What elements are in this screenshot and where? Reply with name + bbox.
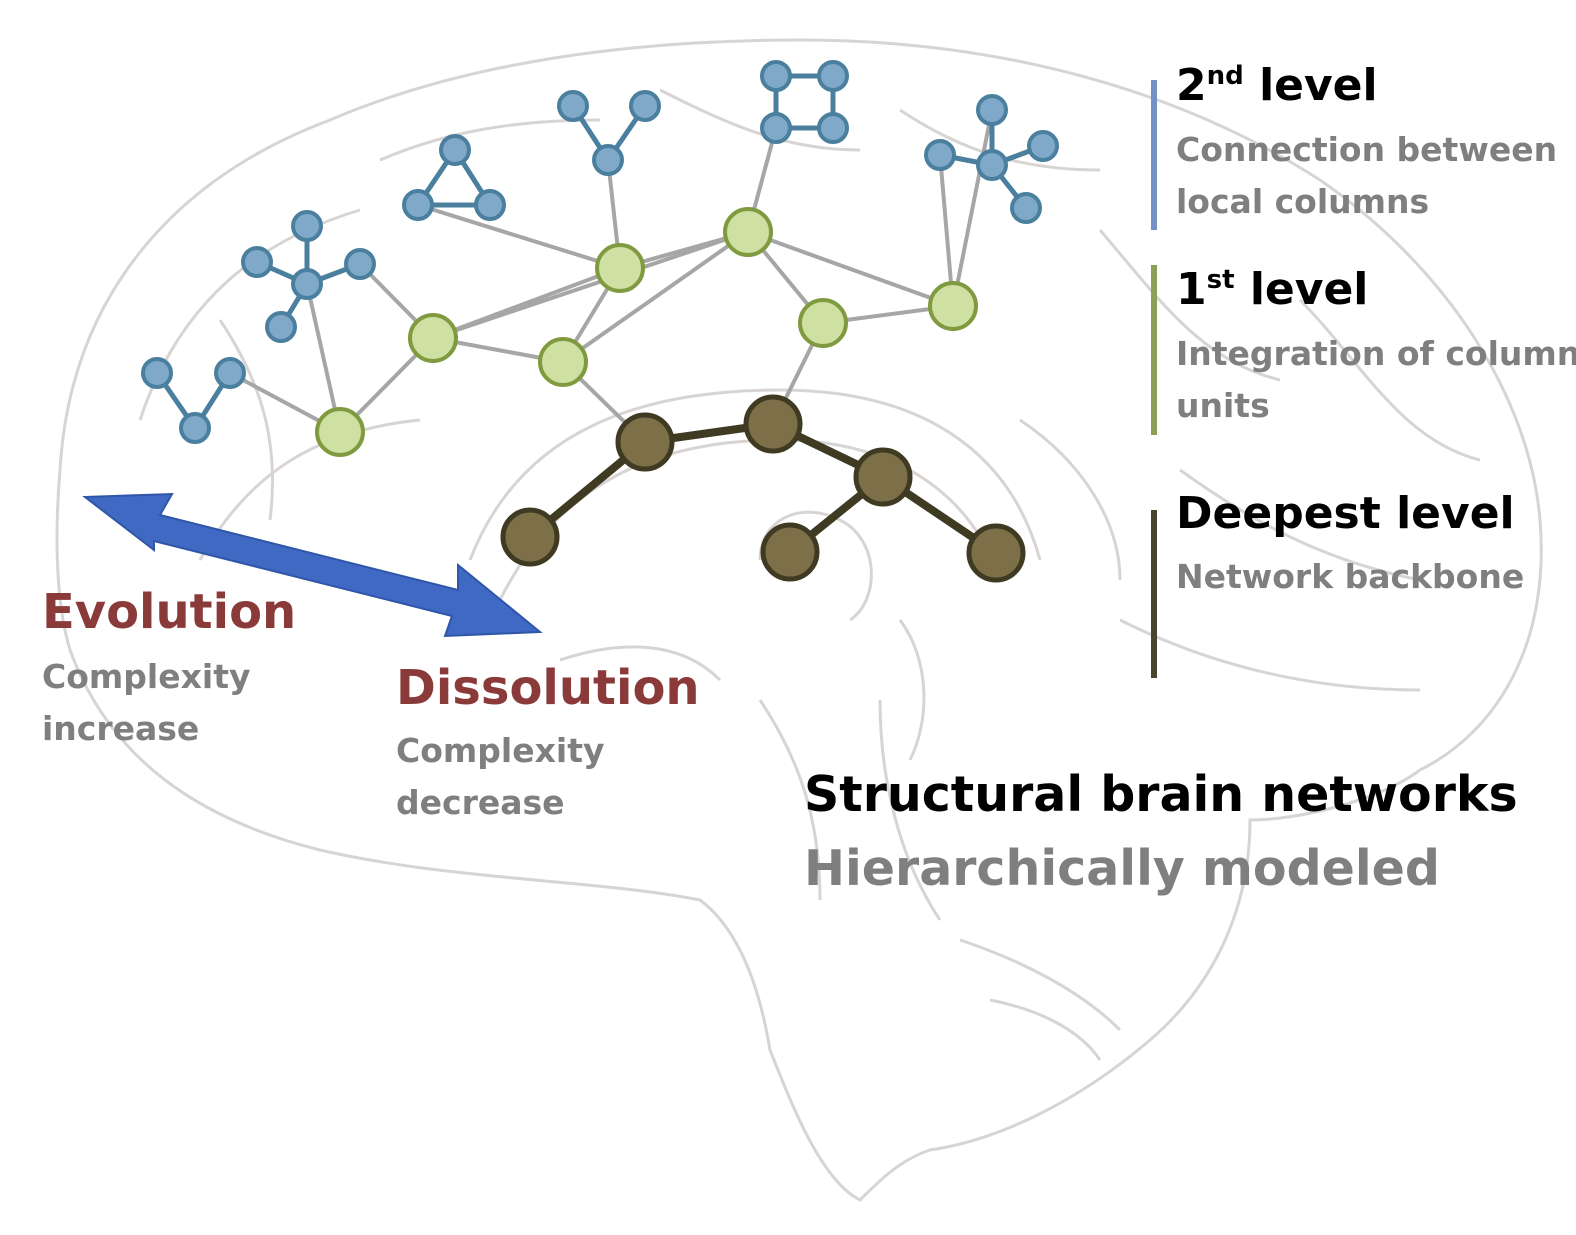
- brain-sulcus: [138, 208, 361, 421]
- brain-sulcus: [468, 388, 1042, 561]
- brain-sulcus: [379, 118, 601, 162]
- level1-node: [538, 337, 588, 387]
- level2-node: [141, 357, 173, 389]
- level2-node: [760, 112, 792, 144]
- level2-node: [629, 90, 661, 122]
- level2-desc-line2: local columns: [1176, 182, 1430, 221]
- level2-title: 2nd level: [1176, 60, 1378, 111]
- level1-edge: [938, 153, 955, 308]
- level2-node: [760, 60, 792, 92]
- evolution-dissolution-arrow: [82, 492, 543, 638]
- brain-sulcus: [989, 998, 1102, 1061]
- level2-node: [976, 94, 1008, 126]
- level2-node: [265, 311, 297, 343]
- nodes-level2: [141, 60, 1059, 444]
- legend-bar-level1: [1151, 265, 1157, 435]
- level1-desc-line2: units: [1176, 386, 1270, 425]
- brain-sulcus: [959, 938, 1122, 1032]
- level2-desc-line1: Connection between: [1176, 130, 1558, 169]
- deepest-node: [853, 447, 913, 507]
- brain-sulcus: [218, 319, 274, 521]
- caption-subtitle: Hierarchically modeled: [804, 840, 1440, 897]
- double-headed-arrow-icon: [82, 492, 543, 638]
- level2-title-num: 2: [1176, 60, 1207, 111]
- brain-sulcus: [659, 88, 861, 152]
- edges-level2: [154, 73, 1046, 431]
- level1-edge: [951, 108, 994, 308]
- level1-node: [723, 207, 773, 257]
- level2-node: [439, 134, 471, 166]
- nodes-level1: [315, 207, 978, 457]
- dissolution-desc-line2: decrease: [396, 783, 565, 822]
- level2-node: [241, 246, 273, 278]
- deepest-node: [500, 507, 560, 567]
- level2-title-sup: nd: [1206, 61, 1244, 91]
- deepest-title: Deepest level: [1176, 488, 1515, 539]
- dissolution-title: Dissolution: [396, 660, 700, 716]
- dissolution-desc-line1: Complexity: [396, 731, 605, 770]
- brain-sulcus: [198, 418, 421, 561]
- level2-node: [557, 90, 589, 122]
- level2-node: [402, 189, 434, 221]
- level2-node: [924, 139, 956, 171]
- level1-node: [798, 298, 848, 348]
- brain-sulcus: [758, 510, 873, 622]
- level1-edge: [431, 230, 750, 340]
- level1-desc-line1: Integration of column: [1176, 334, 1576, 373]
- level2-node: [179, 412, 211, 444]
- level1-title: 1st level: [1176, 264, 1369, 315]
- caption-title: Structural brain networks: [804, 766, 1518, 823]
- level1-title-word: level: [1234, 264, 1369, 315]
- level1-edge: [746, 230, 955, 308]
- brain-sulcus: [498, 438, 1002, 601]
- level2-title-word: level: [1243, 60, 1378, 111]
- level2-node: [214, 357, 246, 389]
- deepest-node: [966, 523, 1026, 583]
- level1-node: [595, 243, 645, 293]
- deepest-node: [743, 394, 803, 454]
- legend-bar-level2: [1151, 80, 1157, 230]
- level2-node: [976, 149, 1008, 181]
- level1-edge: [305, 282, 342, 434]
- level1-title-num: 1: [1176, 264, 1207, 315]
- level2-node: [1010, 192, 1042, 224]
- level1-node: [408, 313, 458, 363]
- level2-node: [1027, 130, 1059, 162]
- level2-node: [291, 210, 323, 242]
- level1-node: [315, 407, 365, 457]
- brain-sulcus: [559, 645, 722, 682]
- level2-node: [817, 112, 849, 144]
- level1-edge: [561, 230, 750, 364]
- level2-node: [817, 60, 849, 92]
- nodes-deepest: [500, 394, 1026, 583]
- brain-sulcus: [1119, 618, 1421, 692]
- evolution-desc-line1: Complexity: [42, 657, 251, 696]
- brain-sulcus: [1298, 298, 1481, 462]
- level1-title-sup: st: [1206, 265, 1235, 295]
- brain-sulcus: [758, 699, 822, 901]
- brain-sulcus: [878, 699, 942, 921]
- brain-sulcus: [1098, 229, 1281, 382]
- brain-sulcus: [1019, 418, 1122, 581]
- brain-sulcus: [1179, 468, 1421, 582]
- legend-bar-deepest: [1151, 510, 1157, 678]
- brain-sulcus: [898, 619, 926, 761]
- deepest-node: [760, 522, 820, 582]
- level1-node: [928, 281, 978, 331]
- evolution-title: Evolution: [42, 584, 297, 640]
- level2-node: [291, 268, 323, 300]
- deepest-node: [615, 412, 675, 472]
- brain-outline: [55, 38, 1543, 1202]
- evolution-desc-line2: increase: [42, 709, 200, 748]
- level2-node: [344, 248, 376, 280]
- level1-edge: [416, 203, 622, 270]
- level2-node: [592, 144, 624, 176]
- level2-node: [474, 189, 506, 221]
- deepest-desc: Network backbone: [1176, 557, 1525, 596]
